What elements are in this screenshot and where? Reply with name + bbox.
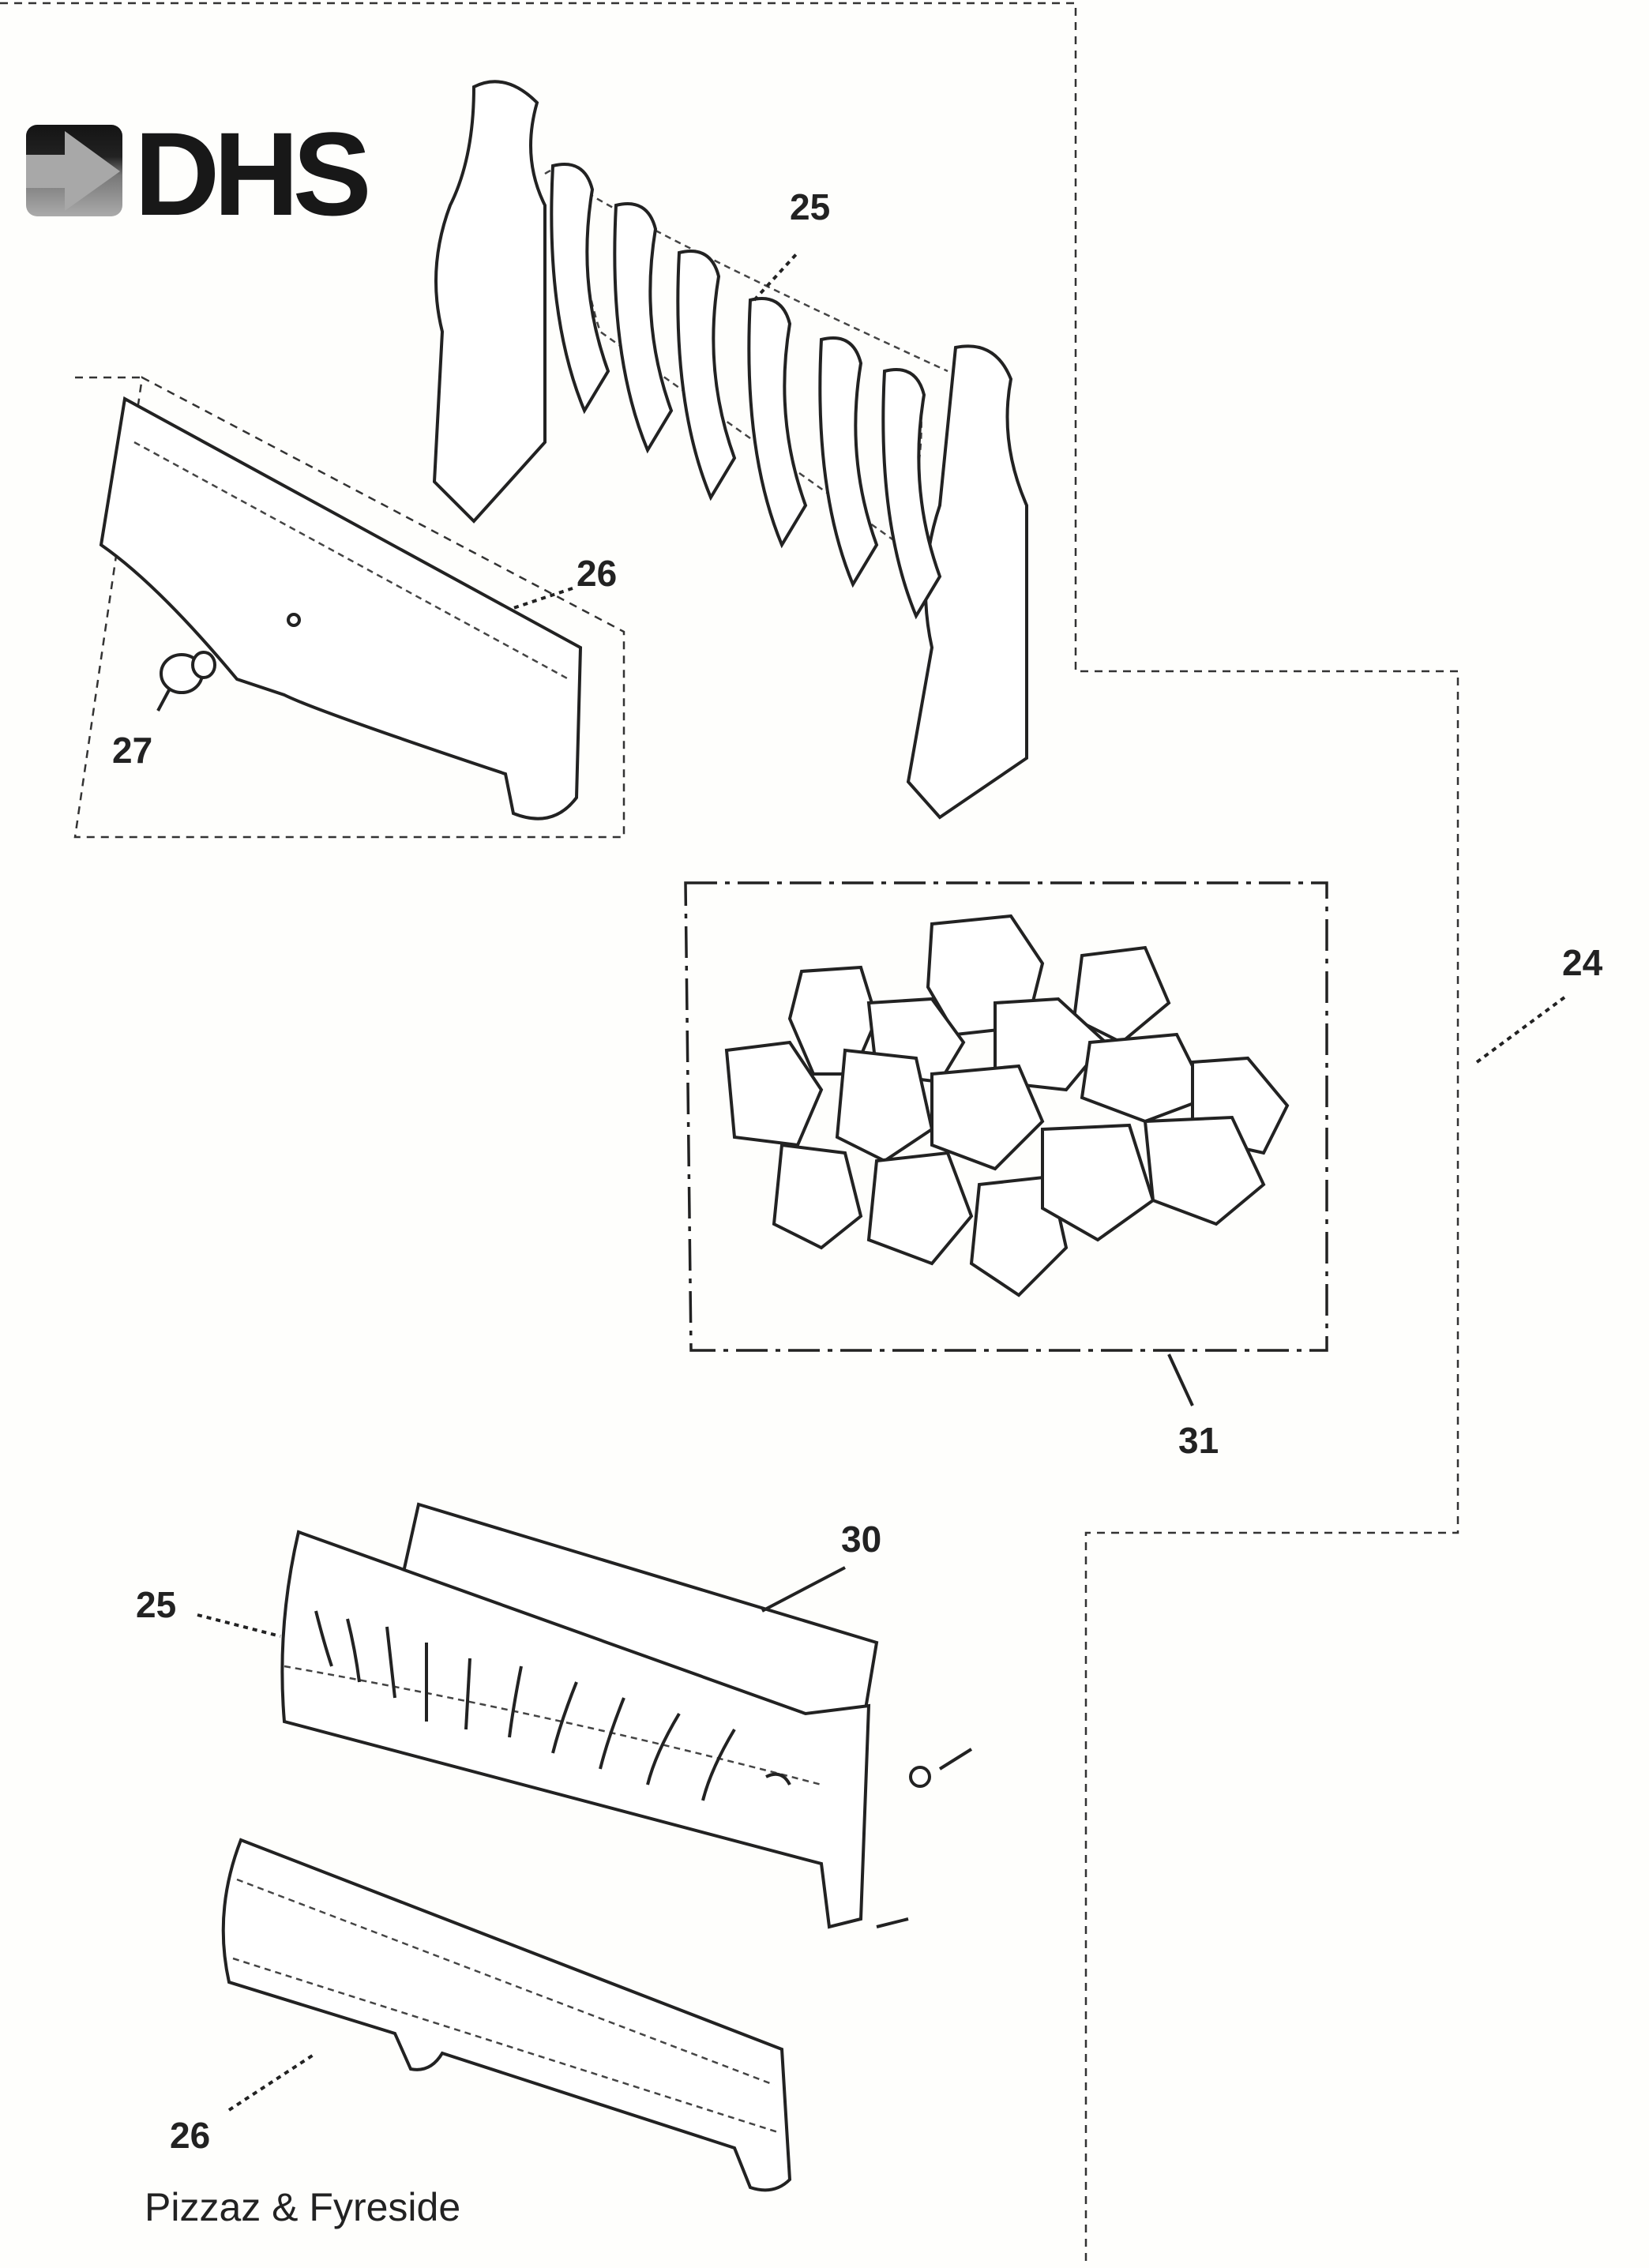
part-25-fire-grate: 25 (432, 80, 1028, 820)
label-26-bottom: 26 (170, 2115, 210, 2156)
part-26-fret: 26 (73, 376, 625, 839)
label-25-top: 25 (790, 186, 830, 227)
label-26-top: 26 (577, 553, 617, 594)
coals (724, 914, 1290, 1297)
label-30: 30 (841, 1519, 881, 1560)
label-25-bottom: 25 (136, 1584, 176, 1625)
part-31-coal-set: 31 (684, 881, 1328, 1461)
label-27: 27 (112, 730, 152, 771)
dhs-logo: DHS (26, 107, 374, 240)
label-31: 31 (1178, 1420, 1219, 1461)
nut-icon (909, 1766, 931, 1788)
part-27-knob: 27 (112, 651, 216, 771)
part-26-bottom-fret: 26 (170, 1838, 792, 2192)
logo-text: DHS (134, 107, 368, 240)
bolt-icon (938, 1748, 973, 1770)
grate-bars (550, 163, 942, 620)
part-25-front-grate: 25 (136, 1530, 973, 1929)
label-24: 24 (1562, 942, 1603, 983)
diagram-title: Pizzaz & Fyreside (145, 2185, 460, 2229)
assembly-24-boundary (0, 2, 1459, 2265)
